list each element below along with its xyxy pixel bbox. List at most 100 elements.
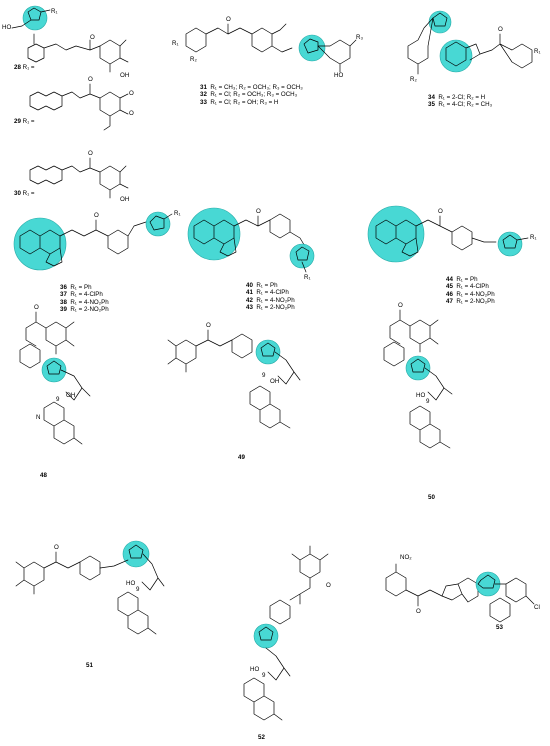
legend-row: 44 R₁ = Ph <box>446 276 478 283</box>
triazole-highlight <box>253 623 279 649</box>
atom-r1-34: R₁ <box>534 48 541 55</box>
triazole-highlight <box>405 355 431 381</box>
atom-ho-52: HO <box>250 666 260 673</box>
compound-label-51: 51 <box>86 662 93 669</box>
indole-highlight <box>439 39 473 73</box>
atom-o-31: O <box>226 16 231 23</box>
atom-o-29c: O <box>129 110 134 117</box>
compound-label-49: 49 <box>238 454 245 461</box>
atom-9-52: 9 <box>262 672 266 679</box>
legend-row: 42 R₁ = 4-NO₂Ph <box>246 296 295 304</box>
compound-label-53: 53 <box>496 624 503 631</box>
legend-row: 47 R₁ = 2-NO₂Ph <box>446 298 495 306</box>
legend-40-43: 40 R₁ = Ph 41 R₁ = 4-ClPh 42 R₁ = 4-NO₂P… <box>246 282 295 312</box>
legend-row: 36 R₁ = Ph <box>60 284 92 291</box>
atom-r1-40: R₁ <box>304 274 311 281</box>
structure-34 <box>407 10 533 75</box>
legend-36-39: 36 R₁ = Ph 37 R₁ = 4-ClPh 38 R₁ = 4-NO₂P… <box>60 284 109 314</box>
phenol-ring <box>99 39 121 65</box>
atom-oh-28: OH <box>120 72 130 79</box>
structure-50 <box>383 309 453 449</box>
label-29: 29 R₁ = <box>14 118 35 125</box>
atom-o-36: O <box>94 212 99 219</box>
structure-40 <box>187 207 315 273</box>
structure-28 <box>11 5 129 73</box>
atom-o-50: O <box>398 302 403 309</box>
atom-cl-53: Cl <box>534 604 540 611</box>
atom-oh-31: HO <box>334 72 344 79</box>
legend-row: 37 R₁ = 4-ClPh <box>60 291 103 299</box>
atom-r2-34: R₂ <box>410 76 417 83</box>
structure-31 <box>185 23 357 73</box>
atom-oh-49: OH <box>270 378 280 385</box>
compound-label-50: 50 <box>428 494 435 501</box>
legend-row: 38 R₁ = 4-NO₂Ph <box>60 298 109 306</box>
structure-49 <box>167 329 301 429</box>
label-28: 28 R₁ = <box>14 64 35 71</box>
structure-53 <box>385 563 535 623</box>
atom-ho-50: HO <box>416 392 426 399</box>
triazole-highlight <box>22 5 48 31</box>
triazole-highlight <box>298 34 326 62</box>
legend-row: 46 R₁ = 4-NO₂Ph <box>446 290 495 298</box>
atom-o-30: O <box>88 150 93 157</box>
atom-o-28: O <box>90 34 95 41</box>
atom-r2-31: R₂ <box>190 56 197 63</box>
structure-52 <box>243 545 329 721</box>
structure-29 <box>29 83 129 131</box>
triazole-highlight <box>289 243 315 269</box>
legend-row: 41 R₁ = 4-ClPh <box>246 289 289 297</box>
legend-row: 31 R₁ = CH₃; R₂ = OCH₃; R₃ = OCH₃ <box>200 84 303 91</box>
legend-44-47: 44 R₁ = Ph 45 R₁ = 4-ClPh 46 R₁ = 4-NO₂P… <box>446 276 495 306</box>
compound-label-48: 48 <box>40 472 47 479</box>
atom-o-34: O <box>498 26 503 33</box>
atom-r1-44: R₁ <box>530 234 537 241</box>
structure-36 <box>13 211 173 271</box>
legend-row: 35 R₁ = 4-Cl; R₂ = CH₃ <box>428 101 493 109</box>
structure-51 <box>15 540 165 635</box>
atom-r1-28: R₁ <box>51 8 58 15</box>
benzene-ring <box>27 43 45 63</box>
atom-o-44: O <box>438 208 443 215</box>
structure-48 <box>19 311 91 445</box>
triazole-highlight <box>255 339 281 365</box>
atom-o-49: O <box>206 322 211 329</box>
triazole-highlight <box>41 357 67 383</box>
triazole-highlight <box>145 211 171 237</box>
compound-label-52: 52 <box>258 734 265 741</box>
atom-9-51: 9 <box>136 586 140 593</box>
structure-30 <box>29 157 129 199</box>
atom-o-29: O <box>88 76 93 83</box>
atom-oh-48: OH <box>66 392 76 399</box>
legend-34-35: 34 R₁ = 2-Cl; R₂ = H 35 R₁ = 4-Cl; R₂ = … <box>428 94 492 109</box>
legend-row: 40 R₁ = Ph <box>246 282 278 289</box>
atom-o-52: O <box>326 582 331 589</box>
trimethoxy-ring <box>99 91 121 117</box>
legend-row: 43 R₁ = 2-NO₂Ph <box>246 304 295 312</box>
atom-9-50: 9 <box>426 398 430 405</box>
atom-r1-36: R₁ <box>174 210 181 217</box>
structure-44 <box>367 205 529 263</box>
atom-o-51: O <box>54 544 59 551</box>
legend-row: 34 R₁ = 2-Cl; R₂ = H <box>428 94 486 101</box>
atom-o-53: O <box>416 608 421 615</box>
atom-n-48: N <box>36 414 41 421</box>
atom-r1-31: R₁ <box>172 40 179 47</box>
atom-oh-30: OH <box>120 196 130 203</box>
atom-no2-53: NO₂ <box>400 554 412 561</box>
atom-9-49: 9 <box>262 372 266 379</box>
atom-ho-28: HO <box>2 24 12 31</box>
label-30: 30 R₁ = <box>14 190 35 197</box>
atom-ho-51: HO <box>126 580 136 587</box>
legend-31-33: 31 R₁ = CH₃; R₂ = OCH₃; R₃ = OCH₃ 32 R₁ … <box>200 84 303 106</box>
atom-r3-31: R₃ <box>356 34 363 41</box>
legend-row: 45 R₁ = 4-ClPh <box>446 283 489 291</box>
atom-o-40: O <box>256 208 261 215</box>
legend-row: 32 R₁ = Cl; R₂ = OCH₃; R₃ = OCH₃ <box>200 91 298 99</box>
triazole-ring <box>27 7 42 21</box>
atom-o-29b: O <box>129 90 134 97</box>
atom-9-48: 9 <box>56 396 60 403</box>
atom-o-48: O <box>34 304 39 311</box>
